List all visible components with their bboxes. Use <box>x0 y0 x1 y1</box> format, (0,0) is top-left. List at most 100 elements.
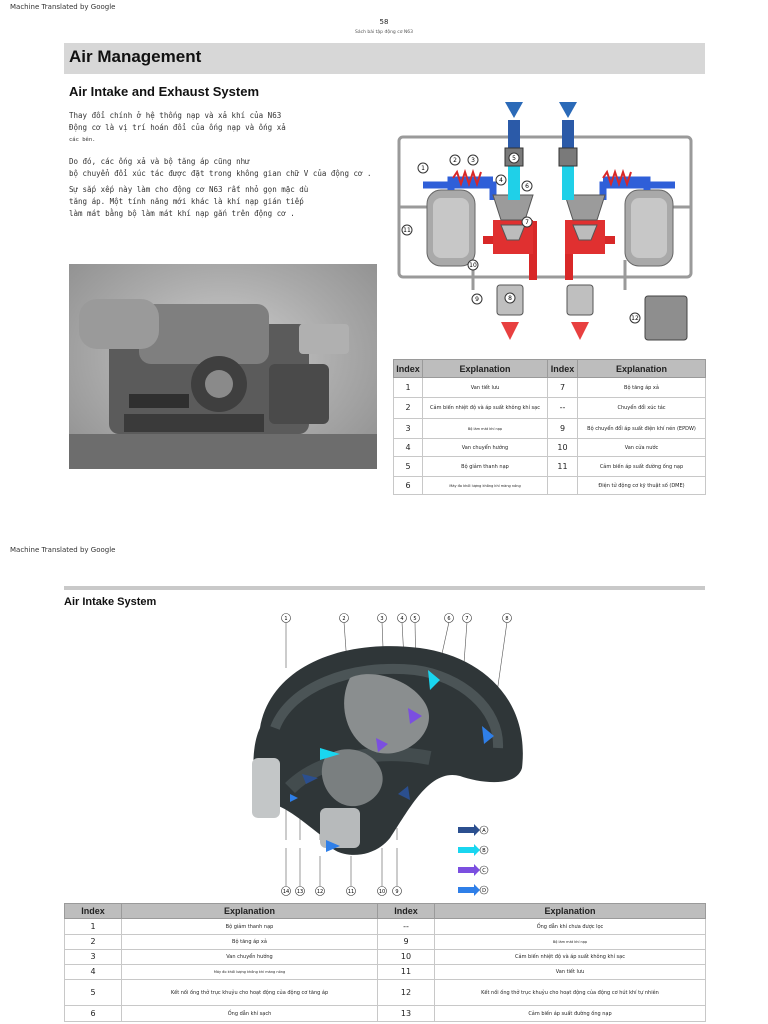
explanation-cell: Bộ tăng áp xả <box>121 934 378 950</box>
legend-arrow-a <box>458 824 480 836</box>
diagram-label: 10 <box>469 262 477 269</box>
engine-photo <box>69 264 377 469</box>
index-cell: 10 <box>547 438 578 457</box>
table-header-row: Index Explanation Index Explanation <box>393 359 706 378</box>
legend-label: D <box>482 888 486 894</box>
index-cell: 3 <box>393 418 423 439</box>
index-cell: 5 <box>393 456 423 477</box>
callout-label: 9 <box>395 889 398 895</box>
table-row: 4 Van chuyển hướng 10 Van cửa nước <box>393 438 706 457</box>
explanation-cell: Ống dẫn khí sạch <box>121 1005 378 1022</box>
explanation-cell: Bộ làm mát khí nạp <box>434 934 706 950</box>
explanation-cell: Bộ chuyển đổi áp suất điện khí nén (EPDW… <box>577 418 706 439</box>
paragraph-line: làm mát bằng bộ làm mát khí nạp gắn trên… <box>69 209 295 218</box>
diagram-label: 8 <box>508 295 512 302</box>
explanation-cell: Ống dẫn khí chưa được lọc <box>434 918 706 935</box>
table-row: 4 Máy đo khối lượng không khí màng nóng … <box>64 964 706 980</box>
index-cell: 4 <box>64 964 122 980</box>
diagram-label: 7 <box>525 219 529 226</box>
legend-label: C <box>482 868 486 874</box>
col-header-index: Index <box>377 903 435 919</box>
paragraph-line: các bên. <box>69 137 96 143</box>
index-cell: 12 <box>377 979 435 1006</box>
explanation-cell: Cảm biến áp suất đường ống nạp <box>434 1005 706 1022</box>
index-cell: 13 <box>377 1005 435 1022</box>
index-cell: 3 <box>64 949 122 965</box>
explanation-table-1: Index Explanation Index Explanation 1 Va… <box>393 359 706 495</box>
paragraph-line: Sự sắp xếp này làm cho động cơ N63 rất n… <box>69 185 309 194</box>
index-cell: 6 <box>64 1005 122 1022</box>
explanation-table-2: Index Explanation Index Explanation 1 Bộ… <box>64 903 706 1022</box>
col-header-explanation: Explanation <box>434 903 706 919</box>
table-row: 1 Van tiết lưu 7 Bộ tăng áp xả <box>393 377 706 398</box>
callout-label: 13 <box>297 889 303 895</box>
explanation-cell: Máy đo khối lượng không khí màng nóng <box>121 964 378 980</box>
index-cell: 10 <box>377 949 435 965</box>
explanation-cell: Cảm biến nhiệt độ và áp suất không khí s… <box>422 397 548 419</box>
table-row: 3 Van chuyển hướng 10 Cảm biến nhiệt độ … <box>64 949 706 965</box>
explanation-cell: Cảm biến nhiệt độ và áp suất không khí s… <box>434 949 706 965</box>
diagram-label: 3 <box>471 157 475 164</box>
callout-label: 8 <box>505 616 508 622</box>
index-cell: 4 <box>393 438 423 457</box>
table-header-row: Index Explanation Index Explanation <box>64 903 706 919</box>
index-cell: 2 <box>393 397 423 419</box>
table-row: 5 Kết nối ống thở trục khuỷu cho hoạt độ… <box>64 979 706 1006</box>
index-cell: 1 <box>64 918 122 935</box>
explanation-cell: Van tiết lưu <box>422 377 548 398</box>
section-title: Air Management <box>69 47 202 66</box>
callout-label: 5 <box>413 616 416 622</box>
diagram-label: 9 <box>475 296 479 303</box>
col-header-explanation: Explanation <box>577 359 706 378</box>
machine-translated-watermark: Machine Translated by Google <box>10 546 116 554</box>
explanation-cell: Bộ tăng áp xả <box>577 377 706 398</box>
page-subtitle: Sách bài tập động cơ N63 <box>355 30 413 35</box>
legend-label: A <box>482 828 486 834</box>
paragraph-line: Thay đổi chính ở hệ thống nạp và xả khí … <box>69 111 282 120</box>
explanation-cell: Van chuyển hướng <box>121 949 378 965</box>
explanation-cell: Kết nối ống thở trục khuỷu cho hoạt động… <box>121 979 378 1006</box>
index-cell <box>547 476 578 495</box>
diagram-label: 12 <box>631 315 639 322</box>
col-header-index: Index <box>64 903 122 919</box>
diagram-label: 6 <box>525 183 529 190</box>
explanation-cell: Bộ làm mát khí nạp <box>422 418 548 439</box>
paragraph-line: Do đó, các ống xả và bộ tăng áp cũng như <box>69 157 250 166</box>
callout-label: 6 <box>447 616 450 622</box>
section-title-band: Air Management <box>64 43 705 74</box>
table-row: 6 Ống dẫn khí sạch 13 Cảm biến áp suất đ… <box>64 1005 706 1022</box>
diagram-label: 11 <box>403 227 411 234</box>
callout-label: 2 <box>342 616 345 622</box>
diagram-label: 1 <box>421 165 425 172</box>
explanation-cell: Chuyển đổi xúc tác <box>577 397 706 419</box>
diagram-label: 5 <box>512 155 516 162</box>
callout-label: 1 <box>284 616 287 622</box>
legend-arrow-b <box>458 844 480 856</box>
table-row: 1 Bộ giảm thanh nạp -- Ống dẫn khí chưa … <box>64 918 706 935</box>
index-cell: 1 <box>393 377 423 398</box>
paragraph-line: bộ chuyển đổi xúc tác được đặt trong khô… <box>69 169 372 178</box>
callout-label: 7 <box>465 616 468 622</box>
machine-translated-watermark: Machine Translated by Google <box>10 3 116 11</box>
explanation-cell: Bộ giảm thanh nạp <box>121 918 378 935</box>
air-intake-diagram: 1 2 3 4 5 6 7 8 14 13 12 11 10 9 A B C D <box>252 613 523 896</box>
col-header-explanation: Explanation <box>422 359 548 378</box>
callout-label: 3 <box>380 616 383 622</box>
explanation-cell: Máy đo khối lượng không khí màng nóng <box>422 476 548 495</box>
index-cell: 2 <box>64 934 122 950</box>
callout-label: 10 <box>379 889 385 895</box>
diagram-label: 2 <box>453 157 457 164</box>
section-divider <box>64 586 705 590</box>
explanation-cell: Van chuyển hướng <box>422 438 548 457</box>
paragraph-line: Động cơ là vị trí hoán đổi của ống nạp v… <box>69 123 286 132</box>
table-row: 6 Máy đo khối lượng không khí màng nóng … <box>393 476 706 495</box>
callout-label: 4 <box>400 616 403 622</box>
index-cell: -- <box>377 918 435 935</box>
col-header-explanation: Explanation <box>121 903 378 919</box>
table-row: 5 Bộ giảm thanh nạp 11 Cảm biến áp suất … <box>393 456 706 477</box>
diagram-label: 4 <box>499 177 503 184</box>
index-cell: -- <box>547 397 578 419</box>
explanation-cell: Cảm biến áp suất đường ống nạp <box>577 456 706 477</box>
air-system-schematic: 1 2 3 4 5 6 7 8 9 10 11 12 <box>397 102 693 341</box>
callout-label: 14 <box>283 889 289 895</box>
